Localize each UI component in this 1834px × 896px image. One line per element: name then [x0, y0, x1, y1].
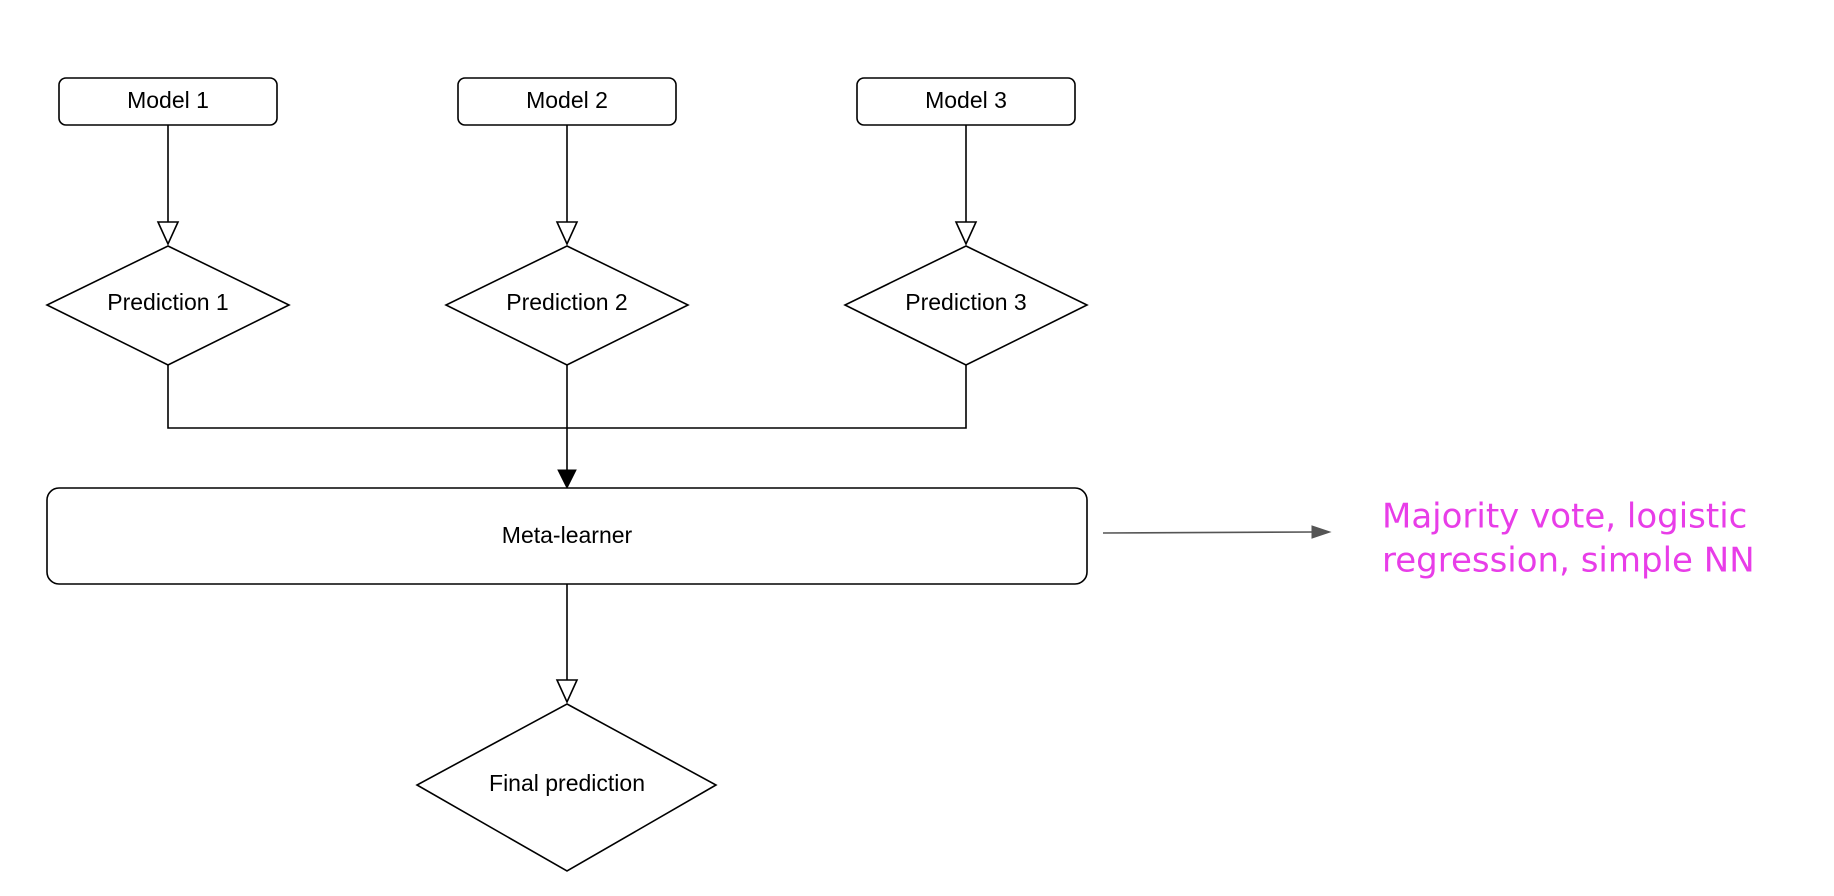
final-prediction-node: Final prediction	[415, 703, 718, 872]
model-label-3: Model 3	[925, 87, 1007, 113]
prediction-node-2: Prediction 2	[444, 245, 690, 366]
prediction-node-1: Prediction 1	[45, 245, 291, 366]
prediction-label-2: Prediction 2	[506, 289, 627, 315]
edge-meta-learner-final	[555, 584, 579, 704]
final-prediction-label: Final prediction	[489, 770, 645, 796]
meta-learner-annotation: Majority vote, logistic regression, simp…	[1382, 497, 1755, 581]
model-label-2: Model 2	[526, 87, 608, 113]
model-node-2: Model 2	[457, 77, 677, 126]
final-prediction-diamond	[415, 703, 718, 872]
edge-model2-prediction2	[555, 125, 579, 246]
edge-model1-prediction1	[156, 125, 180, 246]
edge-meta-learner-annotation	[1102, 525, 1332, 539]
prediction-node-3: Prediction 3	[843, 245, 1089, 366]
prediction-label-1: Prediction 1	[107, 289, 228, 315]
annotation-line-1: Majority vote, logistic	[1382, 497, 1747, 537]
annotation-line-2: regression, simple NN	[1382, 541, 1755, 581]
meta-learner-node: Meta-learner	[46, 487, 1088, 585]
meta-learner-label: Meta-learner	[502, 522, 633, 548]
edge-predictions-merge	[167, 365, 967, 490]
model-label-1: Model 1	[127, 87, 209, 113]
edge-model3-prediction3	[954, 125, 978, 246]
model-node-1: Model 1	[58, 77, 278, 126]
model-node-3: Model 3	[856, 77, 1076, 126]
prediction-label-3: Prediction 3	[905, 289, 1026, 315]
